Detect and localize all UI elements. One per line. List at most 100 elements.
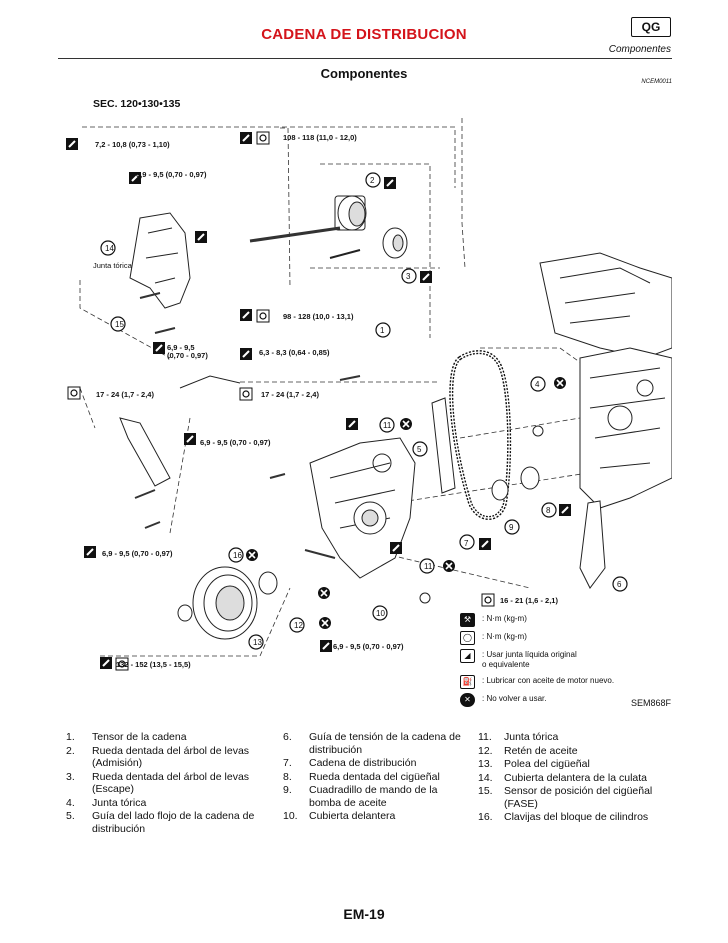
torque-label-4: 98 - 128 (10,0 - 13,1)	[283, 312, 354, 321]
callout-14: 14	[105, 244, 114, 253]
legend-row: ◢ : Usar junta líquida original o equiva…	[457, 649, 672, 671]
list-item: 1. Tensor de la cadena	[66, 731, 256, 744]
list-item: 15. Sensor de posición del cigüeñal (FASE…	[478, 785, 668, 810]
page-title: CADENA DE DISTRIBUCION	[261, 26, 467, 43]
item-text: Junta tórica	[504, 731, 559, 743]
list-item: 9. Cuadradillo de mando de la bomba de ac…	[283, 784, 463, 809]
sec-label: SEC. 120•130•135	[93, 98, 181, 110]
legend-row: ✕ : No volver a usar.	[457, 693, 672, 707]
section-name: Componentes	[608, 44, 671, 55]
item-number: 16.	[478, 811, 493, 823]
torque-wrench-icon: ◯	[460, 631, 475, 645]
torque-label-12: 132 - 152 (13,5 - 15,5)	[116, 660, 191, 669]
callout-12: 12	[294, 621, 303, 630]
torque-label-8: 17 - 24 (1,7 - 2,4)	[261, 390, 319, 399]
list-item: 11. Junta tórica	[478, 731, 668, 744]
parts-list-column-3: 11. Junta tórica 12. Retén de aceite 13. Po…	[478, 731, 668, 825]
torque-label-6: 6,3 - 8,3 (0,64 - 0,85)	[259, 348, 330, 357]
item-text: Rueda dentada del árbol de levas (Escape…	[92, 770, 250, 796]
legend-text: : Lubricar con aceite de motor nuevo.	[482, 676, 615, 685]
item-text: Cuadradillo de mando de la bomba de acei…	[309, 784, 438, 809]
torque-label-7: 17 - 24 (1,7 - 2,4)	[96, 390, 154, 399]
item-number: 4.	[66, 796, 75, 809]
sealant-icon: ◢	[460, 649, 475, 663]
callout-3: 3	[406, 272, 411, 281]
parts-list-column-1: 1. Tensor de la cadena 2. Rueda dentada de…	[66, 731, 256, 836]
torque-label-3: 6,9 - 9,5 (0,70 - 0,97)	[136, 170, 207, 179]
list-item: 10. Cubierta delantera	[283, 810, 463, 823]
list-item: 13. Polea del cigüeñal	[478, 758, 668, 771]
item-number: 12.	[478, 744, 493, 757]
torque-label-2: 108 - 118 (11,0 - 12,0)	[283, 133, 357, 142]
legend-text: : N·m (kg-m)	[482, 614, 527, 623]
parts-list-column-2: 6. Guía de tensión de la cadena de distri…	[283, 731, 463, 824]
list-item: 2. Rueda dentada del árbol de levas (Admi…	[66, 745, 256, 770]
section-subtitle: Componentes	[320, 66, 408, 81]
legend-text: : N·m (kg-m)	[482, 632, 527, 641]
list-item: 4. Junta tórica	[66, 797, 256, 810]
torque-label-9: 6,9 - 9,5 (0,70 - 0,97)	[200, 438, 271, 447]
item-number: 1.	[66, 731, 75, 743]
engine-code-badge: QG	[631, 17, 671, 37]
item-number: 13.	[478, 758, 493, 770]
callout-11b: 11	[424, 562, 433, 571]
callout-13: 13	[253, 638, 262, 647]
item-text: Guía del lado flojo de la cadena de dist…	[92, 810, 255, 835]
torque-label-10: 6,9 - 9,5 (0,70 - 0,97)	[102, 549, 173, 558]
list-item: 8.Rueda dentada del cigüeñal	[283, 771, 463, 784]
item-text: Rueda dentada del cigüeñal	[309, 770, 440, 783]
page-number: EM-19	[343, 906, 385, 922]
header-rule	[58, 58, 672, 59]
callout-9: 9	[509, 523, 514, 532]
item-number: 10.	[283, 810, 298, 822]
legend-row: ⛽ : Lubricar con aceite de motor nuevo.	[457, 675, 672, 689]
callout-6: 6	[617, 580, 622, 589]
item-text: Polea del cigüeñal	[504, 758, 590, 770]
item-number: 15.	[478, 785, 493, 797]
item-text: Cubierta delantera de la culata	[504, 771, 648, 784]
figure-id: SEM868F	[630, 698, 671, 708]
item-text: Cubierta delantera	[309, 810, 396, 822]
item-number: 5.	[66, 810, 75, 822]
legend-text: : Usar junta líquida original o equivale…	[482, 650, 577, 669]
item-text: Rueda dentada del árbol de levas (Admisi…	[92, 744, 250, 770]
no-reuse-icon: ✕	[460, 693, 475, 707]
torque-label-11: 6,9 - 9,5 (0,70 - 0,97)	[333, 642, 404, 651]
list-item: 3. Rueda dentada del árbol de levas (Esca…	[66, 771, 256, 796]
callout-4: 4	[535, 380, 540, 389]
item-number: 11.	[478, 731, 492, 743]
legend-text: : No volver a usar.	[482, 694, 547, 703]
legend-row: ◯ : N·m (kg-m)	[457, 631, 672, 645]
exploded-diagram	[65, 118, 672, 671]
list-item: 16.Clavijas del bloque de cilindros	[478, 811, 668, 824]
item-text: Sensor de posición del cigüeñal (FASE)	[504, 785, 653, 810]
callout-5: 5	[417, 445, 422, 454]
callout-15: 15	[115, 320, 124, 329]
callout-1: 1	[380, 326, 385, 335]
item-number: 9.	[283, 784, 292, 796]
item-number: 2.	[66, 744, 75, 757]
torque-label-5b: (0,70 - 0,97)	[167, 351, 208, 360]
item-text: Guía de tensión de la cadena de distribu…	[309, 731, 461, 756]
callout-10: 10	[376, 609, 385, 618]
torque-label-5a: 6,9 - 9,5	[167, 343, 195, 352]
item-text: Tensor de la cadena	[92, 731, 187, 743]
callout-8: 8	[546, 506, 551, 515]
item-number: 3.	[66, 770, 75, 783]
list-item: 12. Retén de aceite	[478, 745, 668, 758]
item-text: Retén de aceite	[504, 744, 578, 757]
item-number: 7.	[283, 757, 292, 769]
legend-row: ⚒ : N·m (kg-m)	[457, 613, 672, 627]
torque-label-1: 7,2 - 10,8 (0,73 - 1,10)	[95, 140, 170, 149]
item-text: Cadena de distribución	[309, 757, 417, 769]
torque-label-13: 16 - 21 (1,6 - 2,1)	[500, 596, 558, 605]
list-item: 6. Guía de tensión de la cadena de distri…	[283, 731, 463, 756]
list-item: 5. Guía del lado flojo de la cadena de di…	[66, 810, 256, 835]
cylinder-head-front-cover	[129, 212, 191, 309]
item-text: Junta tórica	[92, 796, 147, 809]
reference-code: NCEM0011	[641, 79, 672, 85]
list-item: 7. Cadena de distribución	[283, 757, 463, 770]
callout-16: 16	[233, 551, 242, 560]
item-number: 6.	[283, 731, 292, 743]
symbol-legend: ⚒ : N·m (kg-m) ◯ : N·m (kg-m) ◢ : Usar j…	[457, 613, 672, 711]
